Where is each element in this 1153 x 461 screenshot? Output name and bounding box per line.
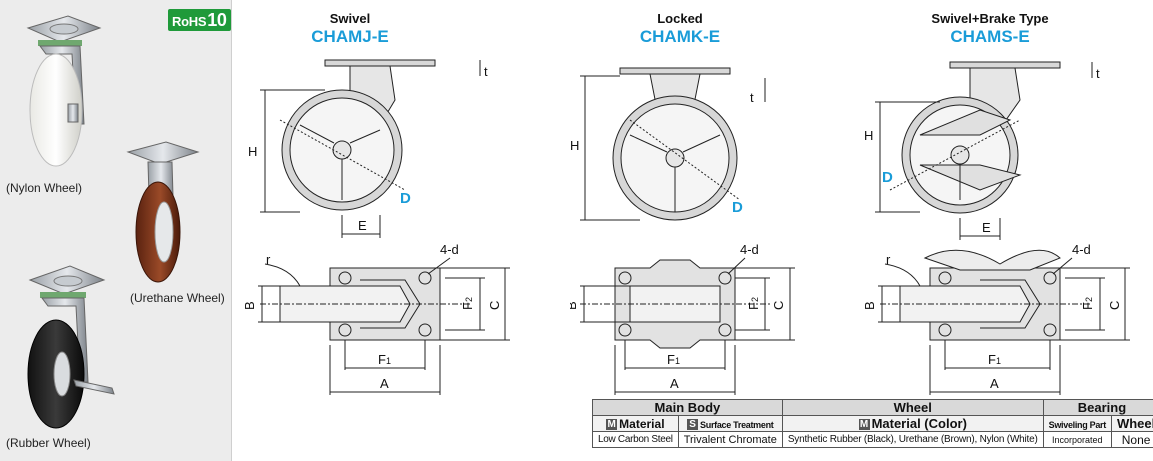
- side-view-swivel: H t D E: [248, 59, 488, 238]
- dim-D-locked: D: [732, 199, 743, 216]
- nylon-wheel-label: (Nylon Wheel): [6, 181, 83, 195]
- wheel-material-badge: M: [858, 419, 870, 431]
- value-wheel-bearing: None: [1110, 431, 1153, 448]
- dim-t-locked: t: [750, 90, 754, 105]
- surface-badge: S: [687, 418, 699, 430]
- subheader-swiveling: Swiveling Part: [1042, 415, 1112, 432]
- subheader-wheel-bearing: Wheel: [1110, 415, 1153, 432]
- urethane-wheel-label: (Urethane Wheel): [130, 291, 225, 305]
- product-photo-panel: RoHS10 (Nylon Wheel) (Urethane Wheel): [0, 0, 232, 461]
- dim-F2-locked: F2: [746, 297, 761, 310]
- value-material: Low Carbon Steel: [592, 431, 679, 448]
- dim-C-locked: C: [771, 301, 786, 310]
- view-title-brake: Swivel+Brake Type: [931, 11, 1049, 26]
- group-main-body: Main Body: [592, 399, 783, 416]
- dim-E-brake: E: [982, 220, 991, 235]
- nylon-caster-photo: [26, 15, 102, 167]
- material-badge: M: [606, 418, 618, 430]
- dim-t-brake: t: [1096, 66, 1100, 81]
- value-wheel-material: Synthetic Rubber (Black), Urethane (Brow…: [781, 431, 1044, 448]
- dim-B-swivel: B: [242, 301, 257, 310]
- spec-group-row: Main Body Wheel Bearing: [592, 399, 1153, 416]
- rubber-wheel-label: (Rubber Wheel): [6, 436, 91, 450]
- dim-C-brake: C: [1107, 301, 1122, 310]
- top-view-swivel: r B 4-d F2 C F1 A: [242, 242, 510, 395]
- dim-H-locked: H: [570, 138, 579, 153]
- dim-C-swivel: C: [487, 301, 502, 310]
- rohs-number: 10: [207, 10, 227, 30]
- dim-r-brake: r: [886, 252, 891, 267]
- spec-value-row: Low Carbon Steel Trivalent Chromate Synt…: [592, 431, 1153, 448]
- view-title-swivel: Swivel: [329, 11, 371, 26]
- rohs-prefix: RoHS: [172, 14, 207, 29]
- view-title-locked: Locked: [657, 11, 703, 26]
- view-code-locked: CHAMK-E: [639, 27, 721, 46]
- dim-H-brake: H: [864, 128, 873, 143]
- dim-r-swivel: r: [266, 252, 271, 267]
- value-surface: Trivalent Chromate: [677, 431, 783, 448]
- dim-F1-swivel: F1: [378, 352, 391, 367]
- view-code-brake: CHAMS-E: [950, 27, 1030, 46]
- dim-holes-swivel: 4-d: [440, 242, 459, 257]
- dim-E-swivel: E: [358, 218, 367, 233]
- dim-holes-brake: 4-d: [1072, 242, 1091, 257]
- urethane-caster-photo: [126, 141, 200, 283]
- rubber-caster-photo: [27, 265, 115, 429]
- side-view-locked: H t D: [570, 67, 766, 221]
- dim-A-swivel: A: [380, 376, 389, 391]
- dim-H-swivel: H: [248, 144, 257, 159]
- dim-A-brake: A: [990, 376, 999, 391]
- view-code-swivel: CHAMJ-E: [311, 27, 389, 46]
- dim-F2-swivel: F2: [460, 297, 475, 310]
- group-bearing: Bearing: [1042, 399, 1153, 416]
- side-view-brake: H t D E: [864, 61, 1100, 240]
- dim-F1-brake: F1: [988, 352, 1001, 367]
- dim-B-brake: B: [862, 301, 877, 310]
- top-view-brake: r B 4-d F2 C F1 A: [862, 242, 1130, 395]
- dim-B-locked: B: [570, 301, 579, 310]
- dim-F2-brake: F2: [1080, 297, 1095, 310]
- rohs-badge: RoHS10: [168, 9, 231, 31]
- dim-holes-locked: 4-d: [740, 242, 759, 257]
- group-wheel: Wheel: [781, 399, 1044, 416]
- dim-D-brake: D: [882, 169, 893, 186]
- dim-A-locked: A: [670, 376, 679, 391]
- dim-F1-locked: F1: [667, 352, 680, 367]
- top-view-locked: B 4-d F2 C F1 A: [570, 242, 795, 395]
- value-swiveling: Incorporated: [1042, 431, 1112, 448]
- dim-D-swivel: D: [400, 190, 411, 207]
- dim-t-swivel: t: [484, 64, 488, 79]
